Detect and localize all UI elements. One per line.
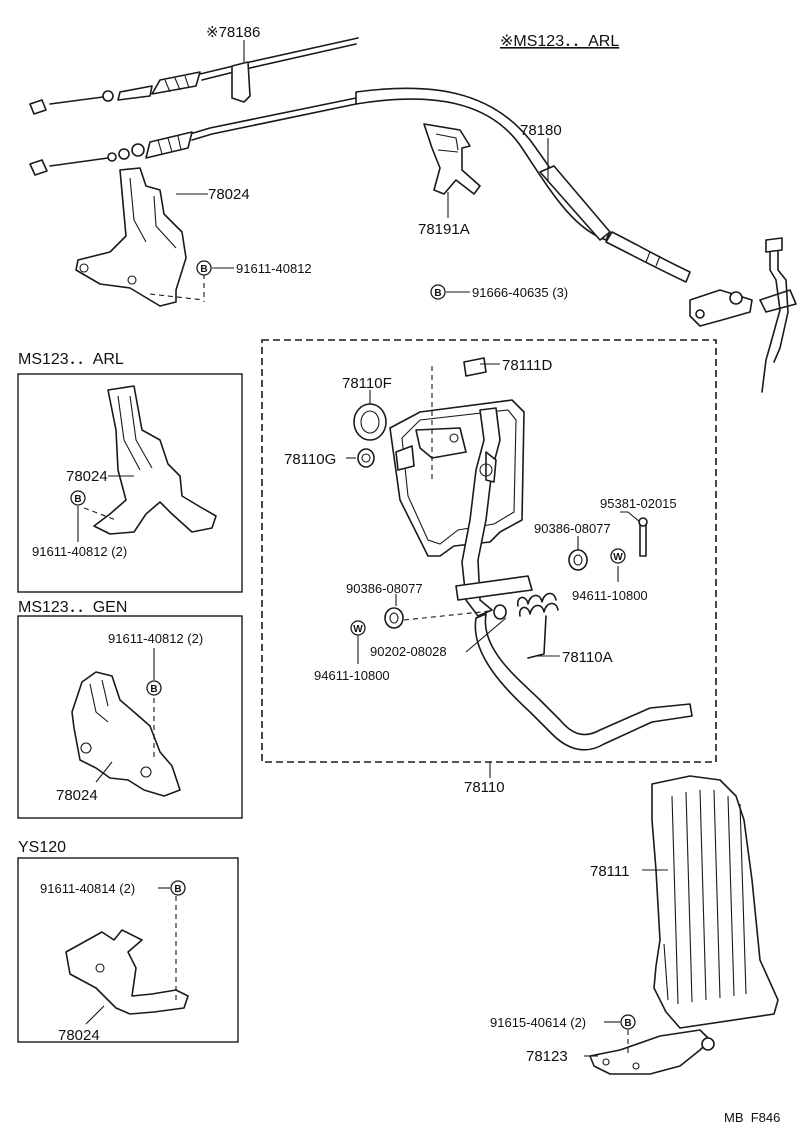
label-90386-08077-right: 90386-08077 (534, 521, 611, 536)
label-78186: ※78186 (206, 24, 260, 41)
panel-ys120 (17, 857, 239, 1043)
stopper-78111d (463, 357, 487, 377)
spring-78110a (516, 592, 559, 659)
cable-78180 (29, 87, 797, 393)
label-78111: 78111 (590, 863, 630, 880)
bushing-90386-right (568, 549, 588, 571)
bolt-symbol-text: B (434, 288, 441, 299)
label-78110g: 78110G (284, 451, 336, 468)
bushing-90386-left (384, 607, 501, 629)
label-94611-10800-left: 94611-10800 (314, 668, 390, 683)
bolt-symbol: B (430, 284, 446, 300)
label-91611-40812: 91611-40812 (236, 261, 312, 276)
bolt-symbol: B (170, 880, 186, 896)
clip-78191a (423, 123, 481, 195)
label-78024-top: 78024 (208, 186, 250, 203)
washer-symbol: W (350, 620, 366, 636)
bolt-symbol: B (70, 490, 86, 506)
label-94611-10800-right: 94611-10800 (572, 588, 648, 603)
panel-ms123-arl (17, 373, 243, 593)
pedal-arm (455, 407, 693, 751)
pedal-bracket-78110 (389, 366, 525, 557)
bracket-78024-arl (83, 385, 217, 535)
variant-header-ms123-arl: ※MS123．．ARL (500, 33, 619, 50)
panel-title-ys120: YS120 (18, 839, 66, 856)
label-78191a: 78191A (418, 221, 470, 238)
label-78123: 78123 (526, 1048, 568, 1065)
label-78110a: 78110A (562, 649, 613, 666)
bracket-78024-ys120 (65, 896, 189, 1015)
label-78110: 78110 (464, 779, 505, 796)
label-78024-gen: 78024 (56, 787, 98, 804)
label-91611-40812-2-gen: 91611-40812 (2) (108, 631, 203, 646)
label-95381-02015: 95381-02015 (600, 496, 677, 511)
label-90202-08028: 90202-08028 (370, 644, 447, 659)
label-78024-ys120: 78024 (58, 1027, 100, 1044)
washer-symbol-text: W (613, 552, 623, 563)
pin-95381 (638, 517, 648, 557)
bushing-78110f (353, 403, 387, 441)
cable-78186 (29, 37, 359, 115)
label-91666-40635: 91666-40635 (3) (472, 285, 568, 300)
assembly-78110-box (261, 339, 717, 763)
bolt-symbol-text: B (200, 264, 207, 275)
label-91611-40812-2-arl: 91611-40812 (2) (32, 544, 127, 559)
washer-symbol: W (610, 548, 626, 564)
panel-title-ms123-gen: MS123．．GEN (18, 599, 127, 616)
washer-symbol-text: W (353, 624, 363, 635)
label-91615-40614: 91615-40614 (2) (490, 1015, 586, 1030)
bushing-78110g (357, 448, 375, 468)
pedal-pad-78111 (651, 775, 779, 1029)
panel-title-ms123-arl: MS123．．ARL (18, 351, 124, 368)
leader-lines (77, 40, 668, 1057)
bolt-symbol: B (146, 680, 162, 696)
bolt-symbol: B (620, 1014, 636, 1030)
washer-90202 (493, 604, 507, 620)
label-91611-40814-2: 91611-40814 (2) (40, 881, 135, 896)
bracket-78123 (589, 1029, 715, 1075)
bolt-symbol-text: B (150, 684, 157, 695)
bolt-symbol-text: B (624, 1018, 631, 1029)
bolt-symbol: B (196, 260, 212, 276)
bracket-78024-gen (71, 671, 181, 797)
label-78024-arl: 78024 (66, 468, 108, 485)
label-78180: 78180 (520, 122, 562, 139)
label-78111d: 78111D (502, 357, 552, 374)
label-90386-08077-left: 90386-08077 (346, 581, 423, 596)
bolt-symbol-text: B (74, 494, 81, 505)
label-78110f: 78110F (342, 375, 392, 392)
bracket-78024-top (75, 167, 205, 307)
bolt-symbol-text: B (174, 884, 181, 895)
panel-ms123-gen (17, 615, 243, 819)
diagram-code: MB F846 (724, 1110, 780, 1125)
